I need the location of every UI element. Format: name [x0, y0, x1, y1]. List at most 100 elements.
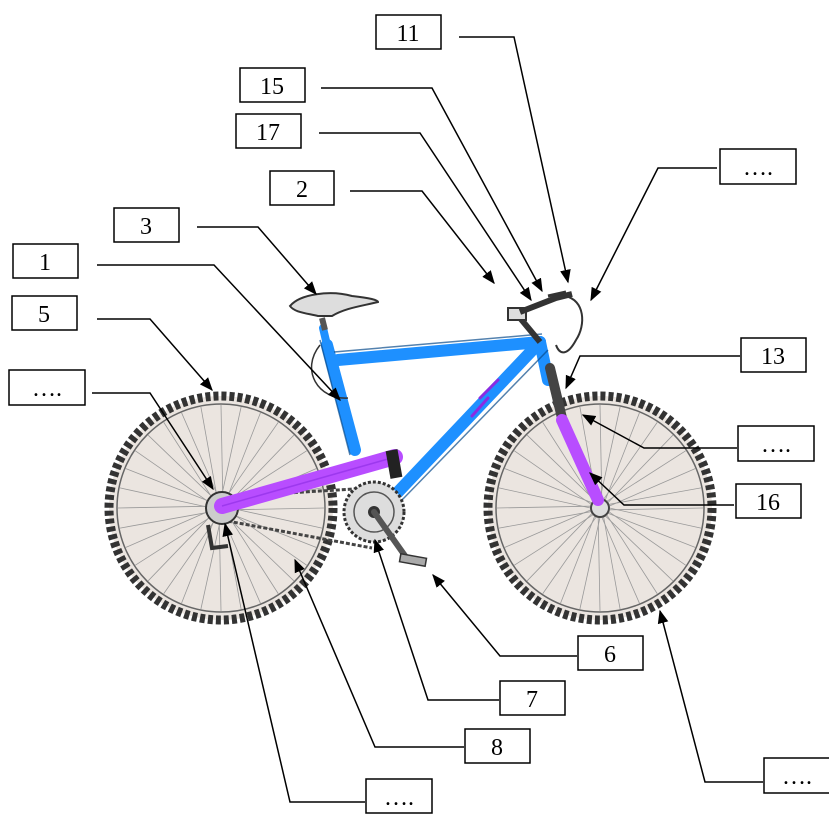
spoke	[226, 515, 295, 582]
rear-shock	[385, 449, 403, 479]
leader-6	[432, 573, 577, 657]
spoke	[514, 514, 594, 566]
spoke	[607, 434, 674, 503]
spoke	[220, 404, 224, 499]
label-box-blank-left	[8, 369, 86, 406]
leader-13	[565, 355, 740, 390]
leader-7	[373, 538, 499, 701]
spoke	[498, 511, 591, 529]
front-fork-lower	[556, 414, 604, 506]
label-8: 8	[491, 735, 503, 761]
label-box-blank-top-right	[719, 148, 797, 185]
spoke	[603, 422, 658, 500]
front-wheel	[483, 391, 717, 625]
label-17: 17	[256, 120, 280, 146]
spoke	[605, 515, 674, 582]
label-13: 13	[761, 344, 785, 370]
label-16: 16	[756, 490, 780, 516]
spoke	[606, 514, 658, 594]
crankset	[342, 480, 428, 568]
spoke	[119, 487, 212, 509]
label-box-17	[235, 113, 302, 149]
spoke	[579, 517, 601, 610]
spoke	[135, 514, 215, 566]
label-15: 15	[260, 74, 284, 100]
spoke	[606, 450, 686, 502]
spoke	[609, 507, 704, 511]
label-blank-bottom: ….	[384, 785, 414, 811]
leader-lines	[92, 36, 763, 803]
spoke	[125, 468, 213, 503]
spoke	[597, 517, 601, 612]
spoke	[147, 513, 214, 582]
spoke	[135, 450, 213, 505]
label-box-blank-bottom-right	[763, 757, 829, 794]
spoke	[228, 434, 295, 503]
spoke	[125, 509, 212, 548]
label-blank-bottom-right: ….	[782, 764, 812, 790]
spoke	[560, 516, 595, 604]
label-blank-top-right: ….	[743, 155, 773, 181]
spoke	[609, 468, 696, 507]
label-box-8	[464, 728, 531, 764]
spoke	[226, 412, 261, 500]
saddle	[288, 292, 380, 331]
label-11: 11	[396, 21, 419, 47]
leader-blank-left	[92, 392, 214, 491]
front-fork-upper	[545, 363, 567, 423]
leader-17	[319, 132, 532, 302]
label-box-11	[375, 14, 442, 50]
spoke	[227, 514, 279, 594]
spoke	[504, 468, 592, 503]
label-texts: 11 15 17 2 3 1 5 …. …. 13 …. 16 6 7 8 ….…	[32, 21, 812, 811]
label-box-1	[12, 243, 79, 279]
label-2: 2	[296, 177, 308, 203]
spoke	[526, 434, 595, 501]
spoke	[608, 513, 696, 548]
leader-blank-bottom-right	[657, 609, 763, 783]
spoke	[542, 516, 597, 594]
label-box-blank-right	[737, 425, 815, 462]
spoke	[119, 511, 212, 529]
spoke	[504, 509, 591, 548]
label-5: 5	[38, 302, 50, 328]
label-box-16	[735, 483, 802, 519]
leader-5	[97, 318, 213, 392]
label-box-blank-bottom	[365, 778, 433, 814]
spoke	[609, 507, 702, 529]
label-box-7	[499, 680, 566, 716]
spoke	[609, 487, 702, 505]
spoke	[603, 517, 621, 610]
label-box-13	[740, 337, 807, 373]
spoke	[605, 412, 640, 500]
label-box-3	[113, 207, 180, 243]
label-box-2	[269, 170, 335, 206]
leader-blank-top-right	[590, 167, 717, 302]
leader-blank-bottom	[222, 522, 365, 803]
label-blank-right: ….	[761, 432, 791, 458]
bicycle	[104, 290, 717, 625]
label-box-15	[239, 67, 306, 103]
leader-blank-right	[581, 414, 737, 449]
label-box-5	[11, 295, 78, 331]
spoke	[220, 406, 242, 499]
spoke	[599, 406, 621, 499]
spoke	[514, 450, 592, 505]
spoke	[229, 511, 307, 566]
spoke	[542, 422, 594, 502]
leader-3	[197, 226, 317, 296]
spoke	[224, 422, 279, 500]
leader-11	[459, 36, 571, 284]
spoke	[218, 517, 222, 612]
leader-15	[321, 87, 543, 293]
spoke	[230, 507, 323, 529]
label-boxes	[8, 14, 829, 814]
label-1: 1	[39, 250, 51, 276]
spoke	[496, 505, 591, 509]
label-3: 3	[140, 214, 152, 240]
spoke	[608, 511, 686, 566]
spoke	[200, 406, 218, 499]
handlebar	[507, 290, 584, 354]
spoke	[526, 513, 593, 582]
